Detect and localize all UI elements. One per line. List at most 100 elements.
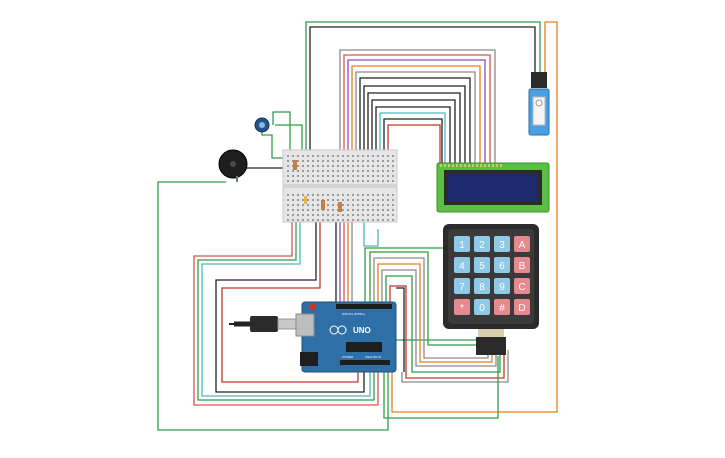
keypad-key[interactable]: 4 [454, 257, 470, 273]
keypad-key-label: # [499, 303, 505, 314]
breadboard-hole [352, 155, 354, 157]
breadboard-hole [307, 199, 309, 201]
breadboard-hole [332, 194, 334, 196]
breadboard-hole [347, 214, 349, 216]
breadboard-hole [347, 194, 349, 196]
breadboard-hole [382, 194, 384, 196]
breadboard-hole [312, 175, 314, 177]
lcd-pin [472, 164, 474, 167]
breadboard-hole [327, 219, 329, 221]
breadboard-hole [342, 170, 344, 172]
breadboard-hole [332, 170, 334, 172]
breadboard-hole [377, 155, 379, 157]
lcd-pin [488, 164, 490, 167]
wire [221, 222, 359, 383]
breadboard-center-gap [283, 184, 397, 188]
keypad-key-label: 0 [479, 303, 485, 314]
breadboard-hole [352, 194, 354, 196]
breadboard-hole [367, 160, 369, 162]
keypad-key[interactable]: A [514, 236, 530, 252]
wire [367, 92, 461, 165]
keypad-key[interactable]: B [514, 257, 530, 273]
breadboard-hole [342, 180, 344, 182]
keypad-key-face [514, 236, 530, 252]
breadboard-hole [322, 180, 324, 182]
breadboard-hole [357, 175, 359, 177]
breadboard-hole [292, 170, 294, 172]
breadboard-hole [312, 165, 314, 167]
keypad-key[interactable]: # [494, 299, 510, 315]
breadboard-hole [357, 209, 359, 211]
keypad-key[interactable]: * [454, 299, 470, 315]
breadboard-hole [322, 214, 324, 216]
keypad-key-label: 7 [459, 282, 465, 293]
keypad-key[interactable]: 2 [474, 236, 490, 252]
breadboard-hole [392, 175, 394, 177]
wire [343, 54, 491, 165]
lcd-pin [484, 164, 486, 167]
breadboard-hole [287, 219, 289, 221]
servo-icon[interactable] [528, 72, 550, 136]
reset-button[interactable] [310, 304, 316, 310]
breadboard-hole [322, 160, 324, 162]
breadboard-hole [342, 199, 344, 201]
breadboard-hole [352, 170, 354, 172]
breadboard-hole [312, 209, 314, 211]
breadboard-hole [352, 175, 354, 177]
breadboard-hole [382, 180, 384, 182]
keypad-key-face [454, 236, 470, 252]
breadboard-hole [317, 175, 319, 177]
wire [305, 21, 541, 160]
buzzer-hole [230, 161, 236, 167]
lcd-pin [468, 164, 470, 167]
breadboard-hole [292, 199, 294, 201]
breadboard-hole [372, 214, 374, 216]
lcd-pin [444, 164, 446, 167]
keypad-key[interactable]: D [514, 299, 530, 315]
breadboard-hole [382, 204, 384, 206]
keypad-key-face [474, 236, 490, 252]
breadboard-hole [342, 204, 344, 206]
breadboard-hole [317, 199, 319, 201]
breadboard-hole [332, 160, 334, 162]
breadboard-hole [317, 214, 319, 216]
keypad-key[interactable]: 8 [474, 278, 490, 294]
breadboard-hole [352, 204, 354, 206]
breadboard-hole [337, 194, 339, 196]
potentiometer-icon[interactable] [254, 117, 270, 133]
breadboard-hole [302, 160, 304, 162]
keypad-key[interactable]: 7 [454, 278, 470, 294]
breadboard-hole [382, 214, 384, 216]
breadboard-hole [337, 165, 339, 167]
keypad-key[interactable]: 3 [494, 236, 510, 252]
lcd-pin [448, 164, 450, 167]
breadboard-hole [297, 165, 299, 167]
breadboard-hole [347, 219, 349, 221]
breadboard-hole [307, 204, 309, 206]
breadboard-hole [332, 214, 334, 216]
breadboard-hole [357, 180, 359, 182]
keypad-key[interactable]: 1 [454, 236, 470, 252]
wire [379, 112, 446, 165]
keypad-key-label: 6 [499, 261, 505, 272]
breadboard-hole [312, 155, 314, 157]
keypad-key-face [474, 299, 490, 315]
keypad-key-label: 3 [499, 240, 505, 251]
keypad-key[interactable]: C [514, 278, 530, 294]
breadboard-hole [377, 180, 379, 182]
keypad-key[interactable]: 9 [494, 278, 510, 294]
buzzer-icon[interactable] [218, 149, 248, 182]
atmega-chip [346, 342, 382, 352]
breadboard-hole [317, 160, 319, 162]
keypad-key[interactable]: 5 [474, 257, 490, 273]
breadboard-hole [337, 180, 339, 182]
keypad-key[interactable]: 0 [474, 299, 490, 315]
breadboard-hole [357, 219, 359, 221]
breadboard-hole [362, 175, 364, 177]
breadboard-hole [362, 155, 364, 157]
keypad-key-face [494, 299, 510, 315]
breadboard-hole [372, 165, 374, 167]
keypad-key[interactable]: 6 [494, 257, 510, 273]
breadboard-hole [317, 165, 319, 167]
breadboard-hole [327, 160, 329, 162]
